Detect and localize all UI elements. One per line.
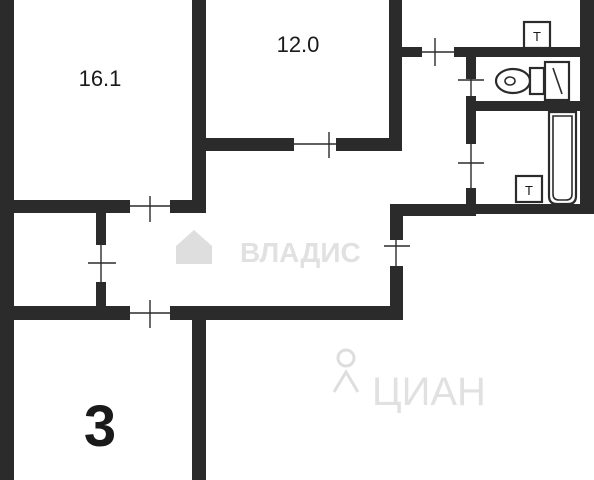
toilet-icon (494, 66, 546, 96)
wall-wc-left-top (466, 57, 476, 79)
wc-tap-letter: T (533, 29, 541, 44)
wall-corridor-step-top (390, 204, 476, 216)
wall-room-b-bottom-right (336, 138, 402, 151)
bath-tap-letter: T (525, 183, 533, 198)
room-b-area: 12.0 (277, 32, 320, 57)
door-bathroom (458, 144, 484, 188)
bath-tap: T (514, 174, 544, 204)
door-room-b (294, 132, 336, 158)
outer-wall-right-upper (580, 0, 594, 212)
doors (88, 38, 484, 328)
door-room-c (130, 300, 170, 328)
cian-logo-icon (332, 348, 360, 393)
wall-corridor-right-lower (390, 266, 403, 312)
watermark-vladis-text: ВЛАДИС (240, 237, 361, 268)
wall-small-room-right-top (96, 213, 106, 245)
watermark-vladis: ВЛАДИС (176, 230, 361, 268)
wall-corridor-bottom-right (170, 306, 403, 320)
door-room-a (130, 196, 170, 222)
door-wc (458, 79, 484, 96)
wall-corridor-right-upper (390, 204, 403, 240)
bathtub-icon (547, 110, 578, 206)
sink-icon (543, 60, 571, 102)
fixtures: T T (494, 20, 578, 206)
wall-bath-left-bottom (466, 188, 476, 212)
wall-corridor-bottom-left (0, 306, 130, 320)
house-logo-icon (176, 230, 212, 264)
outer-wall-left (0, 0, 14, 480)
wc-tap: T (522, 20, 552, 50)
wall-room-b-right (389, 0, 402, 150)
wall-wc-bath (476, 101, 580, 111)
wall-room-a-bottom-left (0, 200, 130, 213)
room-count: 3 (84, 394, 116, 459)
wall-wc-left-mid (466, 96, 476, 144)
room-a-area: 16.1 (79, 66, 122, 91)
wall-small-room-right-bottom (96, 282, 106, 306)
wall-bath-top-left (402, 47, 422, 57)
wall-room-a-right (192, 0, 206, 212)
watermark-cian: ЦИАН (332, 348, 486, 414)
wall-room-a-bottom-right (170, 200, 206, 213)
wall-bath-bottom (466, 204, 594, 214)
door-corridor-right (384, 240, 410, 266)
watermark-cian-text: ЦИАН (372, 370, 486, 414)
wall-bath-top-right (454, 47, 584, 57)
door-small-room (88, 245, 116, 282)
wall-room-b-bottom-left (206, 138, 294, 151)
wall-room-c-right (192, 320, 206, 480)
door-hall-top (422, 38, 454, 66)
